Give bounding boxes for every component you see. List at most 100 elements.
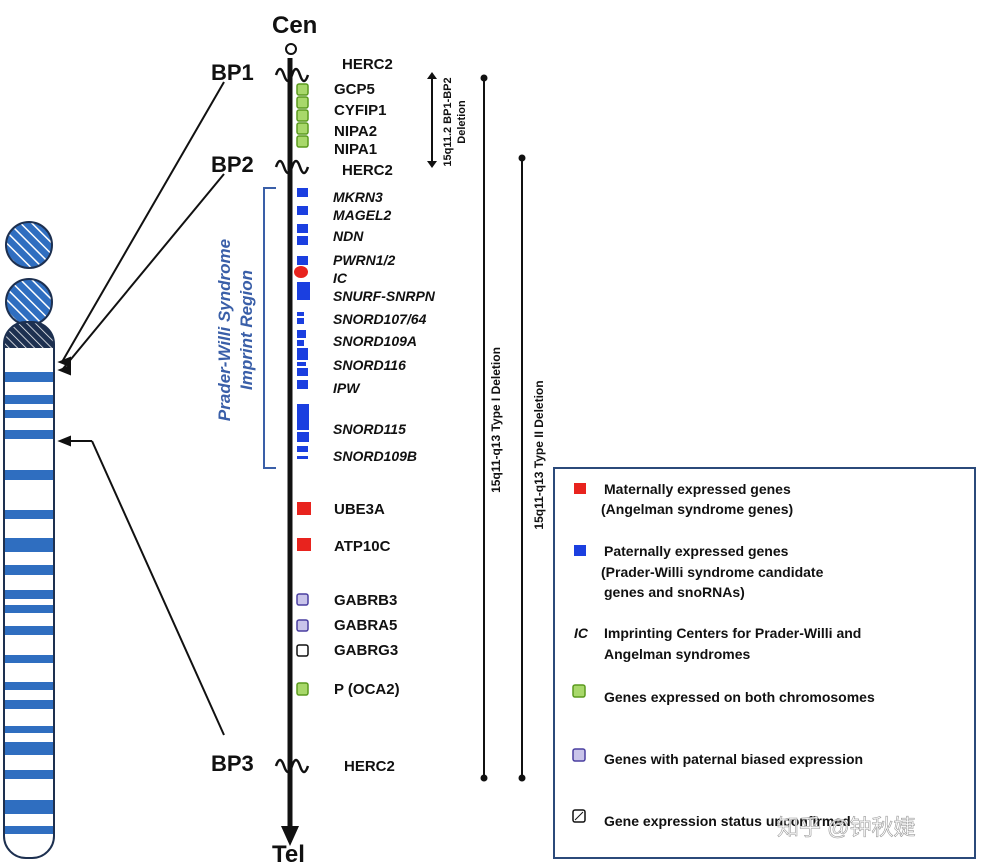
- chromosome-band: [4, 770, 54, 779]
- chromosome-arm: [4, 322, 54, 858]
- marker-paternal: [297, 256, 308, 265]
- marker-paternal: [297, 236, 308, 245]
- marker-paternal: [297, 362, 306, 366]
- gene-label-atp10c: ATP10C: [334, 538, 391, 555]
- legend-unknown-text: Gene expression status unconfirmed: [604, 813, 851, 829]
- gene-label-gabrg3: GABRG3: [334, 642, 398, 659]
- gene-label-gcp5: GCP5: [334, 81, 375, 98]
- satellite-top: [5, 221, 53, 269]
- bp3-label: BP3: [211, 751, 254, 776]
- gene-label-ndn: NDN: [333, 228, 364, 244]
- gene-label-snord109b: SNORD109B: [333, 448, 417, 464]
- marker-maternal: [297, 502, 311, 515]
- gene-label-snord107: SNORD107/64: [333, 311, 427, 327]
- chromosome-band: [4, 470, 54, 480]
- bp2-label: BP2: [211, 152, 254, 177]
- gene-label-gabra5: GABRA5: [334, 617, 397, 634]
- arrow-head-icon: [57, 356, 71, 368]
- gene-label-snord115: SNORD115: [333, 421, 406, 437]
- marker-paternal: [297, 282, 310, 300]
- telomere-label: Tel: [272, 841, 305, 868]
- deletion-bracket-type2: 15q11-q13 Type II Deletion: [518, 154, 546, 782]
- gene-label-gabrb3: GABRB3: [334, 592, 397, 609]
- chromosome-band: [4, 655, 54, 663]
- gene-label-nipa2: NIPA2: [334, 123, 377, 140]
- chromosome-band: [4, 605, 54, 613]
- marker-maternal: [297, 538, 311, 551]
- marker-imprinting-center: [294, 266, 308, 278]
- gene-label-ube3a: UBE3A: [334, 501, 385, 518]
- gene-label-cyfip1: CYFIP1: [334, 102, 387, 119]
- chromosome-band: [4, 700, 54, 709]
- type2-deletion-label: 15q11-q13 Type II Deletion: [532, 380, 546, 529]
- legend-biased-text: Genes with paternal biased expression: [604, 751, 863, 767]
- marker-both-expressed: [296, 122, 309, 135]
- centromere-icon: [285, 43, 297, 55]
- legend-paternal-line1: Paternally expressed genes: [604, 543, 789, 559]
- gene-label-magel2: MAGEL2: [333, 207, 392, 223]
- chromosome-band: [4, 590, 54, 599]
- gene-label-nipa1: NIPA1: [334, 141, 377, 158]
- marker-paternal: [297, 446, 308, 452]
- herc2-label-mid: HERC2: [342, 162, 393, 179]
- marker-paternal: [297, 188, 308, 197]
- legend-maternal-line1: Maternally expressed genes: [604, 481, 791, 497]
- marker-paternal: [297, 368, 308, 376]
- gene-label-snord116: SNORD116: [333, 357, 406, 373]
- marker-paternal: [297, 312, 304, 316]
- legend-maternal-line2: (Angelman syndrome genes): [601, 501, 793, 517]
- chromosome-band: [4, 395, 54, 404]
- bp1bp2-deletion-label: 15q11.2 BP1-BP2: [442, 77, 454, 166]
- type1-deletion-label: 15q11-q13 Type I Deletion: [489, 347, 503, 493]
- marker-paternal: [297, 224, 308, 233]
- marker-paternal: [297, 318, 304, 324]
- bp1-label: BP1: [211, 60, 254, 85]
- marker-paternal: [297, 456, 308, 459]
- marker-paternal: [297, 432, 309, 442]
- marker-both-expressed: [296, 135, 309, 148]
- breakpoint-squiggles: [274, 67, 310, 774]
- svg-text:Prader-Willi Syndrome: Prader-Willi Syndrome: [215, 239, 234, 421]
- legend-swatch-paternal: [574, 545, 586, 556]
- legend-swatch-both: [572, 684, 586, 698]
- legend-ic-line1: Imprinting Centers for Prader-Willi and: [604, 625, 861, 641]
- chromosome-band: [4, 372, 54, 382]
- chromosome-band: [4, 826, 54, 834]
- legend-ic-symbol: IC: [574, 625, 589, 641]
- chromosome-band: [4, 430, 54, 439]
- imprint-region-label: Prader-Willi Syndrome Imprint Region: [215, 239, 256, 421]
- marker-paternal: [297, 380, 308, 389]
- chromosome-band: [4, 682, 54, 690]
- gene-label-ipw: IPW: [333, 380, 361, 396]
- chromosome-band: [4, 410, 54, 418]
- marker-both-expressed: [296, 83, 309, 96]
- legend: Maternally expressed genes (Angelman syn…: [553, 467, 976, 859]
- imprint-region-bracket: [263, 187, 276, 469]
- legend-both-text: Genes expressed on both chromosomes: [604, 689, 875, 705]
- svg-text:Deletion: Deletion: [456, 100, 468, 144]
- legend-swatch-maternal: [574, 483, 586, 494]
- legend-paternal-line2: (Prader-Willi syndrome candidate: [601, 564, 824, 580]
- legend-box: [553, 467, 976, 859]
- zoom-connectors: [57, 81, 225, 736]
- legend-paternal-line3: genes and snoRNAs): [604, 584, 745, 600]
- herc2-label-top: HERC2: [342, 56, 393, 73]
- chromosome-band: [4, 565, 54, 575]
- chromosome-band: [4, 800, 54, 814]
- marker-paternal-biased: [296, 619, 309, 632]
- marker-both-expressed: [296, 682, 309, 696]
- svg-text:Imprint Region: Imprint Region: [237, 270, 256, 390]
- marker-paternal: [297, 404, 309, 430]
- gene-label-ic: IC: [333, 270, 348, 286]
- marker-paternal: [297, 206, 308, 215]
- marker-both-expressed: [296, 109, 309, 122]
- satellite-bottom: [5, 278, 53, 326]
- legend-swatch-biased: [572, 748, 586, 762]
- marker-paternal-biased: [296, 593, 309, 606]
- gene-label-snord109a: SNORD109A: [333, 333, 417, 349]
- marker-paternal: [297, 348, 308, 360]
- gene-label-oca2: P (OCA2): [334, 681, 400, 698]
- chromosome-band: [4, 726, 54, 733]
- chromosome-band: [4, 742, 54, 755]
